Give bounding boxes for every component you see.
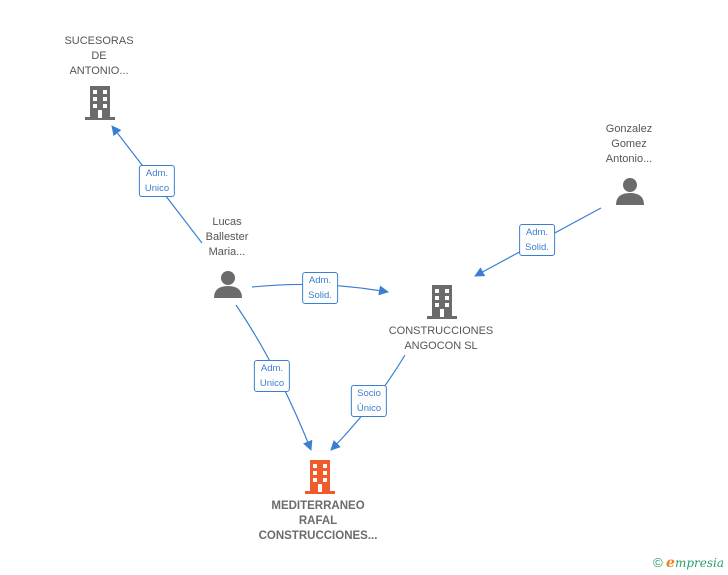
edge-label-line: Unico — [259, 378, 285, 389]
node-label-line: CONSTRUCCIONES — [388, 325, 494, 337]
edge-label-lucas-sucesoras[interactable]: Adm. Unico — [138, 165, 176, 197]
edge-label-gonzalez-construcciones[interactable]: Adm. Solid. — [519, 224, 555, 256]
edge-label-lucas-mediterraneo[interactable]: Adm. Unico — [253, 360, 291, 392]
brand-name: mpresia — [674, 556, 724, 570]
node-label-line: RAFAL — [298, 515, 338, 527]
node-label-gonzalez[interactable]: Gonzalez Gomez Antonio... — [606, 122, 652, 167]
node-label-sucesoras[interactable]: SUCESORAS DE ANTONIO... — [64, 34, 133, 79]
node-label-line: Lucas — [212, 216, 242, 228]
copyright-symbol: © — [653, 555, 663, 570]
node-label-line: MEDITERRANEO — [271, 500, 365, 512]
node-label-line: CONSTRUCCIONES... — [258, 530, 378, 542]
node-label-line: ANGOCON SL — [404, 340, 478, 352]
node-label-line: Gonzalez — [605, 123, 653, 135]
building-icon[interactable] — [84, 86, 116, 120]
edge-label-lucas-construcciones[interactable]: Adm. Solid. — [302, 272, 338, 304]
person-icon[interactable] — [213, 270, 243, 298]
edge-label-line: Socio — [357, 388, 381, 399]
building-icon[interactable] — [304, 460, 336, 494]
edge-label-line: Adm. — [525, 227, 549, 238]
node-label-construcciones[interactable]: CONSTRUCCIONES ANGOCON SL — [389, 324, 494, 354]
person-icon[interactable] — [615, 177, 645, 205]
building-icon[interactable] — [426, 285, 458, 319]
edge-label-line: Solid. — [525, 242, 549, 253]
edge-label-construcciones-mediterraneo[interactable]: Socio Único — [350, 385, 388, 417]
edge-label-line: Adm. — [145, 168, 169, 179]
edge-label-line: Adm. — [260, 363, 284, 374]
node-label-line: Maria... — [208, 246, 246, 258]
edge-label-line: Solid. — [308, 290, 332, 301]
edge-label-line: Único — [356, 403, 382, 414]
empresia-watermark[interactable]: © empresia — [653, 555, 724, 571]
node-label-lucas[interactable]: Lucas Ballester Maria... — [206, 215, 249, 260]
node-label-line: SUCESORAS — [64, 35, 134, 47]
node-label-mediterraneo[interactable]: MEDITERRANEO RAFAL CONSTRUCCIONES... — [259, 499, 378, 544]
node-label-line: Antonio... — [605, 153, 653, 165]
brand-initial: e — [666, 555, 675, 571]
node-label-line: Gomez — [611, 138, 647, 150]
edge-label-line: Adm. — [308, 275, 332, 286]
edge-label-line: Unico — [144, 183, 170, 194]
node-label-line: Ballester — [205, 231, 249, 243]
node-label-line: DE — [91, 50, 107, 62]
node-label-line: ANTONIO... — [69, 65, 129, 77]
